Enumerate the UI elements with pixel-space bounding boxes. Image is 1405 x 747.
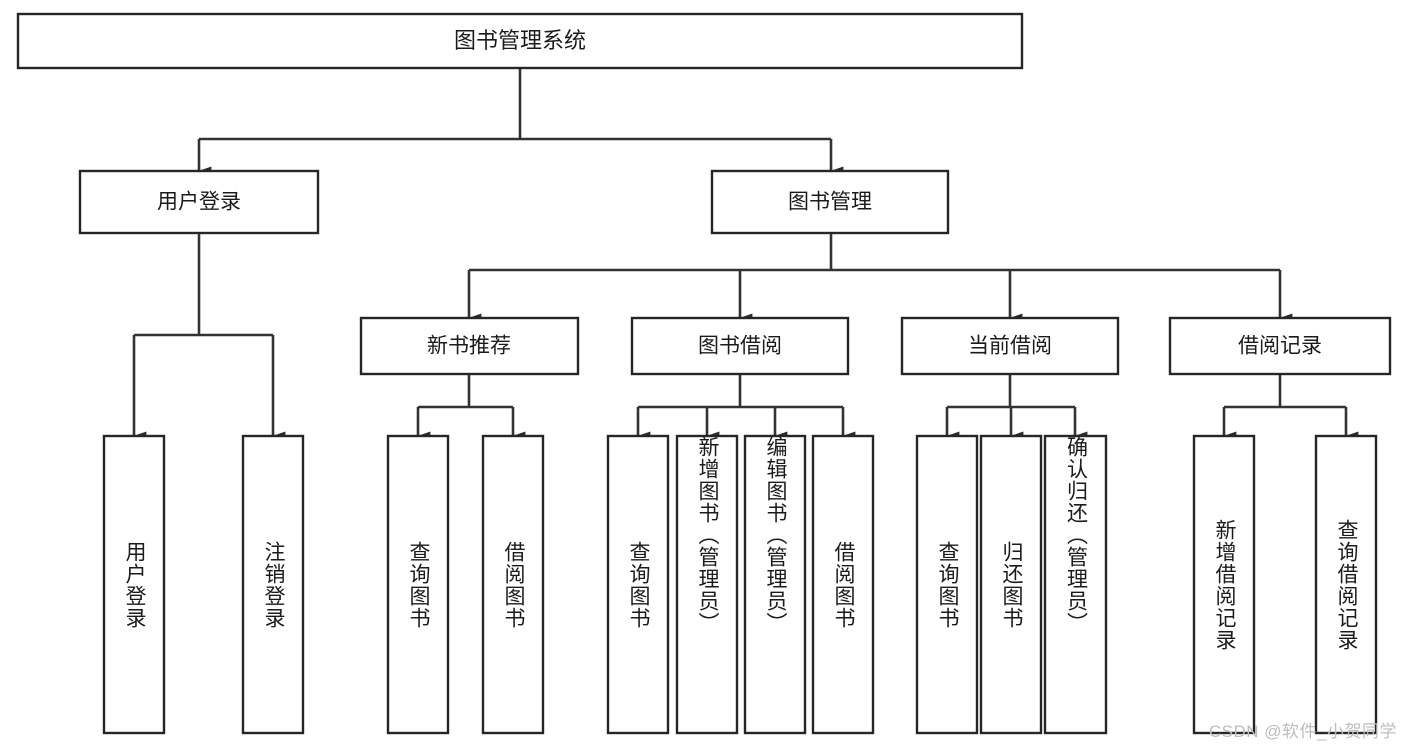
node-leaf-confirm-return-box[interactable] [1043,434,1108,735]
node-leaf-borrow-book-rec-box[interactable] [481,434,545,735]
node-book-management[interactable]: 图书管理 [710,169,950,235]
node-leaf-query-book-current-box[interactable] [915,434,979,735]
node-borrow-records-box[interactable] [1168,316,1392,376]
node-leaf-query-book-borrow-box[interactable] [606,434,670,735]
node-book-borrow-box[interactable] [630,316,850,376]
node-new-book-recommend-box[interactable] [359,316,580,376]
node-new-book-recommend[interactable]: 新书推荐 [359,316,580,376]
node-leaf-query-book-rec-box[interactable] [386,434,450,735]
node-root[interactable]: 图书管理系统 [16,12,1024,70]
node-leaf-add-record-box[interactable] [1192,434,1256,735]
connector-group-book-mgmt-to-level3 [467,233,1293,323]
node-book-management-box[interactable] [710,169,950,235]
connector-group-records-to-leaves [1222,374,1359,441]
node-book-borrow-label: 图书借阅 [698,335,782,358]
node-book-management-label: 图书管理 [788,191,872,214]
node-user-login-box[interactable] [78,169,320,235]
node-borrow-records[interactable]: 借阅记录 [1168,316,1392,376]
node-root-label: 图书管理系统 [454,28,586,53]
node-current-borrow-label: 当前借阅 [968,335,1052,358]
node-leaf-user-login-box[interactable] [102,434,166,735]
connector-group-root-to-level2 [197,68,844,176]
node-new-book-recommend-label: 新书推荐 [427,335,511,358]
node-user-login[interactable]: 用户登录 [78,169,320,235]
connector-group-new-book-to-leaves [416,374,526,441]
node-root-box[interactable] [16,12,1024,70]
node-leaf-return-book-box[interactable] [979,434,1043,735]
node-borrow-records-label: 借阅记录 [1238,335,1322,358]
node-user-login-label: 用户登录 [157,191,241,214]
node-leaf-edit-book-box[interactable] [743,434,807,735]
node-leaf-logout-box[interactable] [241,434,305,735]
connector-group-borrow-to-leaves [636,374,856,441]
node-book-borrow[interactable]: 图书借阅 [630,316,850,376]
node-current-borrow[interactable]: 当前借阅 [900,316,1120,376]
connector-group-user-login-to-leaves [132,233,286,441]
node-leaf-add-book-box[interactable] [675,434,739,735]
connector-group-current-to-leaves [945,374,1088,441]
node-leaf-borrow-book-box[interactable] [811,434,875,735]
csdn-watermark: CSDN @软件_小贺同学 [1208,722,1397,741]
node-leaf-query-record-box[interactable] [1314,434,1378,735]
node-current-borrow-box[interactable] [900,316,1120,376]
